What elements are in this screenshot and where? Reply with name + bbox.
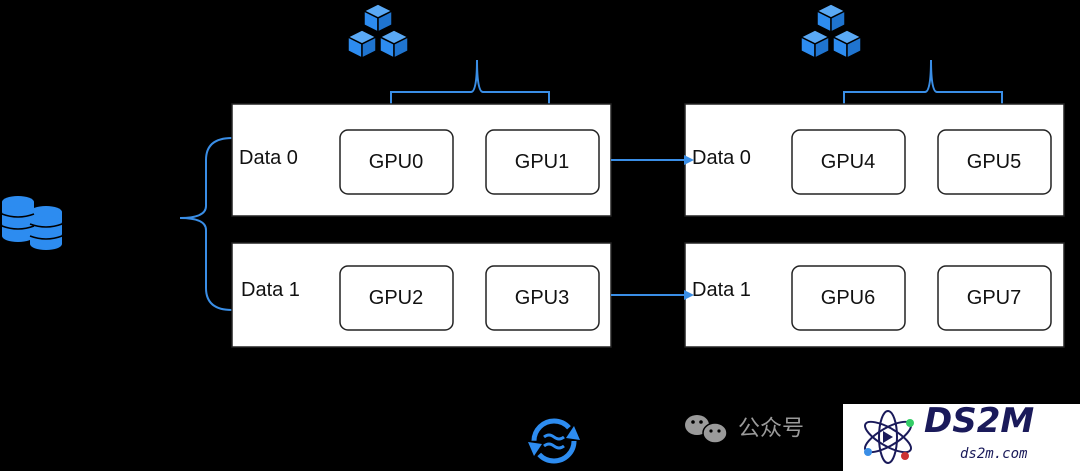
data-label-2: Data 0 [692,147,751,169]
gpu-card-0: GPU0 [339,129,454,195]
logo-url: ds2m.com [960,446,1028,462]
gpu-card-3: GPU3 [485,265,600,331]
logo-wordmark: DS2M [924,401,1034,441]
gpu-card-1: GPU1 [485,129,600,195]
sync-icon [528,418,580,464]
atom-logo-icon [864,410,914,464]
watermark-channel-text: 公众号 [738,416,804,441]
svg-text:GPU6: GPU6 [821,287,875,309]
data-split-brace [179,137,233,311]
model-brace-right [843,59,1003,114]
model-brace-left [390,59,550,114]
svg-text:GPU5: GPU5 [967,151,1021,173]
database-stack-icon [1,196,63,250]
gpu-card-4: GPU4 [791,129,906,195]
svg-text:GPU3: GPU3 [515,287,569,309]
ds2m-logo: DS2M ds2m.com [843,401,1080,471]
data-label-0: Data 0 [239,147,298,169]
gpu-card-7: GPU7 [937,265,1052,331]
svg-text:GPU7: GPU7 [967,287,1021,309]
data-label-1: Data 1 [241,279,300,301]
gpu-card-6: GPU6 [791,265,906,331]
svg-text:GPU4: GPU4 [821,151,875,173]
cubes-icon [346,3,410,60]
wechat-icon [685,415,728,444]
gpu-card-2: GPU2 [339,265,454,331]
svg-text:GPU1: GPU1 [515,151,569,173]
svg-text:GPU2: GPU2 [369,287,423,309]
data-label-3: Data 1 [692,279,751,301]
gpu-card-5: GPU5 [937,129,1052,195]
svg-text:GPU0: GPU0 [369,151,423,173]
pipeline-arrow-bottom [611,290,694,300]
cubes-icon [799,3,863,60]
pipeline-arrow-top [611,155,694,165]
